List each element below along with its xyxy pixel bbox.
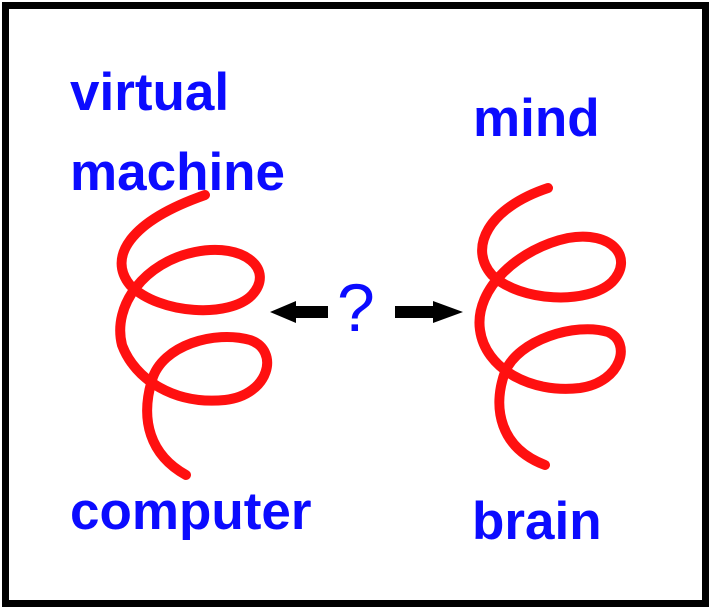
right-coil-icon [474, 183, 627, 470]
question-mark: ? [337, 270, 375, 346]
left-coil-icon [115, 190, 273, 480]
arrow-right-icon [395, 301, 463, 323]
label-computer: computer [70, 482, 312, 541]
label-brain: brain [472, 492, 602, 551]
label-mind: mind [473, 89, 600, 148]
label-machine: machine [70, 143, 286, 202]
arrow-left-icon [270, 301, 328, 323]
label-virtual: virtual [70, 63, 230, 122]
